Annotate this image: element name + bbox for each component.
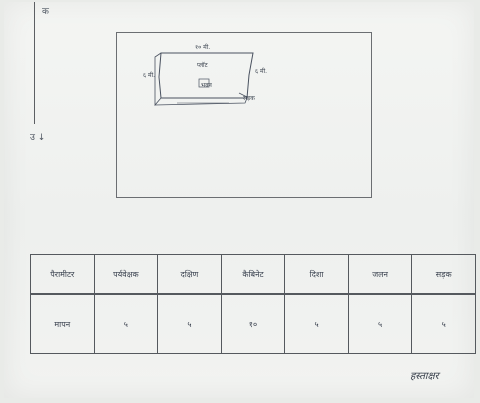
- table-header-cell: दक्षिण: [157, 254, 222, 295]
- table-cell: ५: [347, 293, 413, 354]
- building-mark: [198, 78, 210, 88]
- measurement-table: पैरामीटर पर्यवेक्षक दक्षिण कैबिनेट दिशा …: [30, 254, 476, 354]
- plot-side-edge: [154, 52, 162, 107]
- table-cell: ५: [93, 293, 159, 354]
- table-header-cell: जलन: [347, 254, 413, 295]
- top-mark: क: [42, 7, 49, 17]
- table-cell: ५: [284, 293, 349, 354]
- table-header-cell: सड़क: [411, 254, 476, 295]
- table-header-row: पैरामीटर पर्यवेक्षक दक्षिण कैबिनेट दिशा …: [30, 254, 476, 295]
- table-header-cell: पैरामीटर: [30, 254, 95, 295]
- table-cell: १०: [220, 293, 286, 354]
- table-cell: ५: [411, 293, 476, 354]
- table-header-cell: कैबिनेट: [220, 254, 286, 295]
- plot-bottom-edge: [154, 97, 248, 106]
- sketch-frame: १० मी. ६ मी. ६ मी. प्लॉट भवन सड़क: [116, 32, 372, 198]
- sketch-label-road: सड़क: [243, 95, 255, 102]
- table-row: मापन ५ ५ १० ५ ५ ५: [30, 293, 476, 354]
- plot-sketch: [154, 52, 254, 107]
- margin-mark: उ ↓: [30, 133, 46, 143]
- plot-outline: [158, 52, 254, 99]
- sketch-label-center: भवन: [201, 82, 212, 89]
- table-header-cell: दिशा: [284, 254, 349, 295]
- sketch-label-inner: प्लॉट: [197, 62, 208, 69]
- table-cell: मापन: [30, 293, 95, 354]
- sketch-label-left: ६ मी.: [143, 72, 156, 79]
- table-header-cell: पर्यवेक्षक: [93, 254, 159, 295]
- sketch-label-right: ६ मी.: [255, 68, 268, 75]
- table-cell: ५: [157, 293, 222, 354]
- left-margin-line: [34, 2, 35, 124]
- paper-sheet: क उ ↓ १० मी. ६ मी. ६ मी. प्लॉट भवन सड़क …: [4, 2, 476, 398]
- road-arrow: [238, 92, 248, 98]
- signature: हस्ताक्षर: [410, 371, 439, 382]
- sketch-label-top: १० मी.: [195, 44, 211, 51]
